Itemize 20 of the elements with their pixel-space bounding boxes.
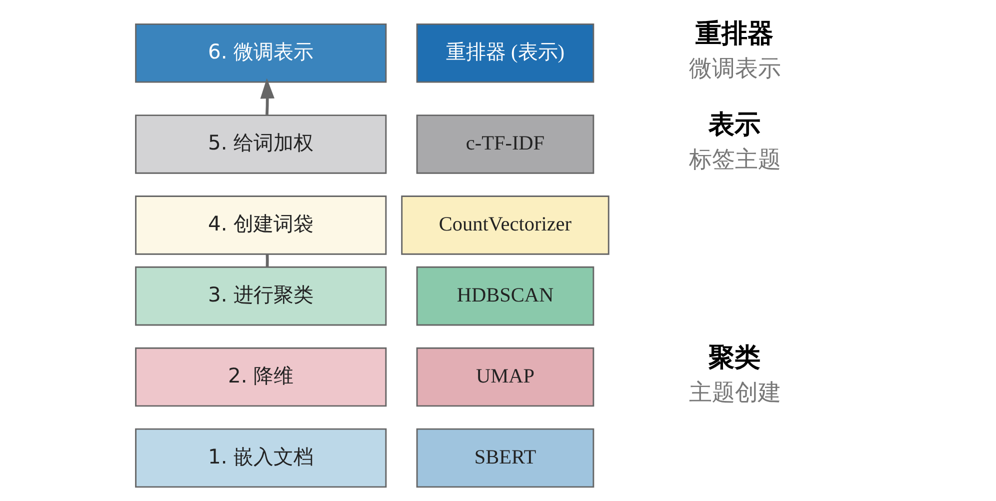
label: 微调表示	[688, 56, 781, 82]
node-box: 6. 微调表示	[135, 23, 387, 83]
node-box: 1. 嵌入文档	[135, 428, 387, 488]
node-box: 4. 创建词袋	[135, 196, 387, 255]
node-box: SBERT	[416, 428, 594, 488]
connector	[266, 254, 269, 267]
node-box: 3. 进行聚类	[135, 266, 387, 326]
node-box: c-TF-IDF	[416, 114, 594, 174]
arrow	[260, 78, 274, 115]
node-box: CountVectorizer	[401, 196, 610, 255]
label: 标签主题	[688, 147, 781, 174]
label: 主题创建	[688, 380, 781, 406]
node-box: 2. 降维	[135, 347, 387, 407]
label: 聚类	[708, 343, 760, 374]
node-box: 5. 给词加权	[135, 114, 387, 174]
node-box: 重排器 (表示)	[416, 23, 594, 83]
node-box: HDBSCAN	[416, 266, 594, 326]
label: 重排器	[695, 19, 774, 50]
node-box: UMAP	[416, 347, 594, 407]
label: 表示	[708, 110, 760, 140]
